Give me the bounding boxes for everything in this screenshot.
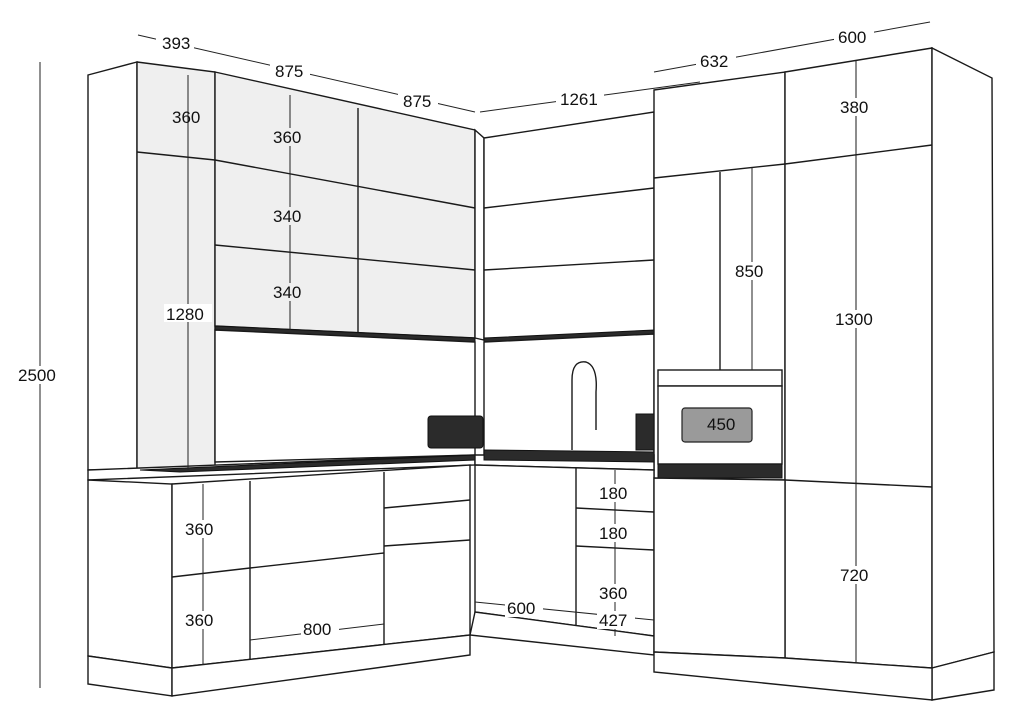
dim-top-corner-width: 1261: [560, 90, 598, 109]
dim-base-corner-width: 600: [507, 599, 535, 618]
backsplash-back: [483, 333, 655, 456]
dim-base-drawer-width: 800: [303, 620, 331, 639]
dim-left-upper-top: 360: [172, 108, 200, 127]
dim-base-left-top: 360: [185, 520, 213, 539]
right-side-panel: [931, 46, 995, 669]
dim-base-left-bottom: 360: [185, 611, 213, 630]
dim-top-oven-width: 632: [700, 52, 728, 71]
upper-cabinets-left: [214, 71, 476, 339]
kettle: [635, 413, 655, 451]
dim-tall-bottom: 720: [840, 566, 868, 585]
dim-oven-size: 450: [707, 415, 735, 434]
dim-total-height: 2500: [18, 366, 56, 385]
base-left-side: [87, 479, 173, 669]
dim-left-upper-tall: 1280: [166, 305, 204, 324]
dim-upper-row-2: 340: [273, 207, 301, 226]
dim-top-width-1: 875: [275, 62, 303, 81]
dim-drawer-width: 427: [599, 611, 627, 630]
oven-control-panel: [657, 369, 783, 387]
dim-upper-row-1: 360: [273, 128, 301, 147]
toaster: [427, 415, 484, 449]
dim-top-left-depth: 393: [162, 34, 190, 53]
dim-top-width-2: 875: [403, 92, 431, 111]
dim-drawer-1: 180: [599, 484, 627, 503]
faucet: [571, 361, 597, 450]
dim-tall-top: 380: [840, 98, 868, 117]
dimension-labels: 393 875 875 1261 632 600 2500 360 1280 3…: [14, 28, 880, 639]
left-side-panel: [87, 61, 138, 471]
dim-drawer-2: 180: [599, 524, 627, 543]
oven-base: [653, 477, 786, 659]
dim-top-tall-width: 600: [838, 28, 866, 47]
dim-drawer-3: 360: [599, 584, 627, 603]
dim-tall-mid: 1300: [835, 310, 873, 329]
dim-upper-row-3: 340: [273, 283, 301, 302]
oven-window: [681, 407, 753, 443]
upper-cabinets-back: [483, 111, 655, 341]
dim-oven-upper: 850: [735, 262, 763, 281]
